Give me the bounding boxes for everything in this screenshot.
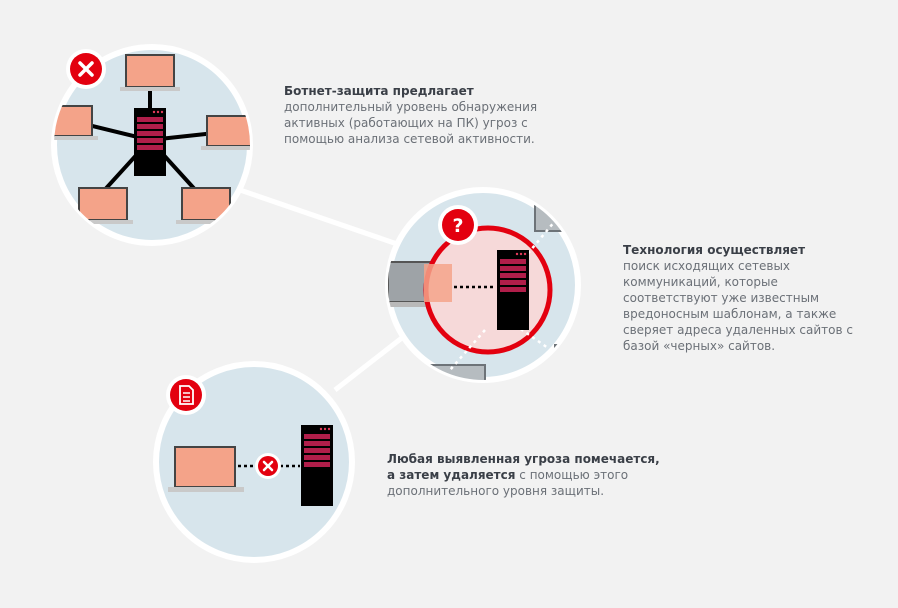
botnet-description: Ботнет-защита предлагает дополнительный … [284, 83, 544, 147]
close-icon [255, 453, 281, 479]
botnet-description-text: дополнительный уровень обнаружения актив… [284, 100, 538, 146]
svg-text:?: ? [452, 215, 463, 237]
detection-circle: ? [385, 187, 581, 383]
close-icon [66, 49, 106, 89]
technology-description: Технология осуществляет поиск исходящих … [623, 242, 853, 354]
server-icon [134, 108, 166, 176]
connector-line [239, 187, 401, 248]
removal-circle [153, 361, 355, 563]
laptop-icon [176, 187, 236, 224]
technology-description-text: поиск исходящих сетевых коммуникаций, ко… [623, 259, 853, 353]
botnet-circle [51, 44, 253, 246]
removal-description: Любая выявленная угроза помечается, а за… [387, 451, 667, 499]
laptop-icon [54, 105, 98, 140]
laptop-icon [168, 446, 244, 492]
technology-description-bold: Технология осуществляет [623, 243, 806, 257]
connector-line [333, 328, 414, 392]
removal-description-text: с помощью этого дополнительного уровня з… [387, 468, 629, 498]
laptop-icon [120, 54, 180, 91]
server-icon [301, 425, 333, 493]
document-icon [166, 375, 206, 415]
server-icon [497, 250, 529, 318]
laptop-icon [201, 115, 250, 150]
question-icon: ? [438, 205, 478, 245]
botnet-description-bold: Ботнет-защита предлагает [284, 84, 474, 98]
laptop-icon [73, 187, 133, 224]
removal-description-bold: Любая выявленная угроза помечается, а за… [387, 452, 660, 482]
